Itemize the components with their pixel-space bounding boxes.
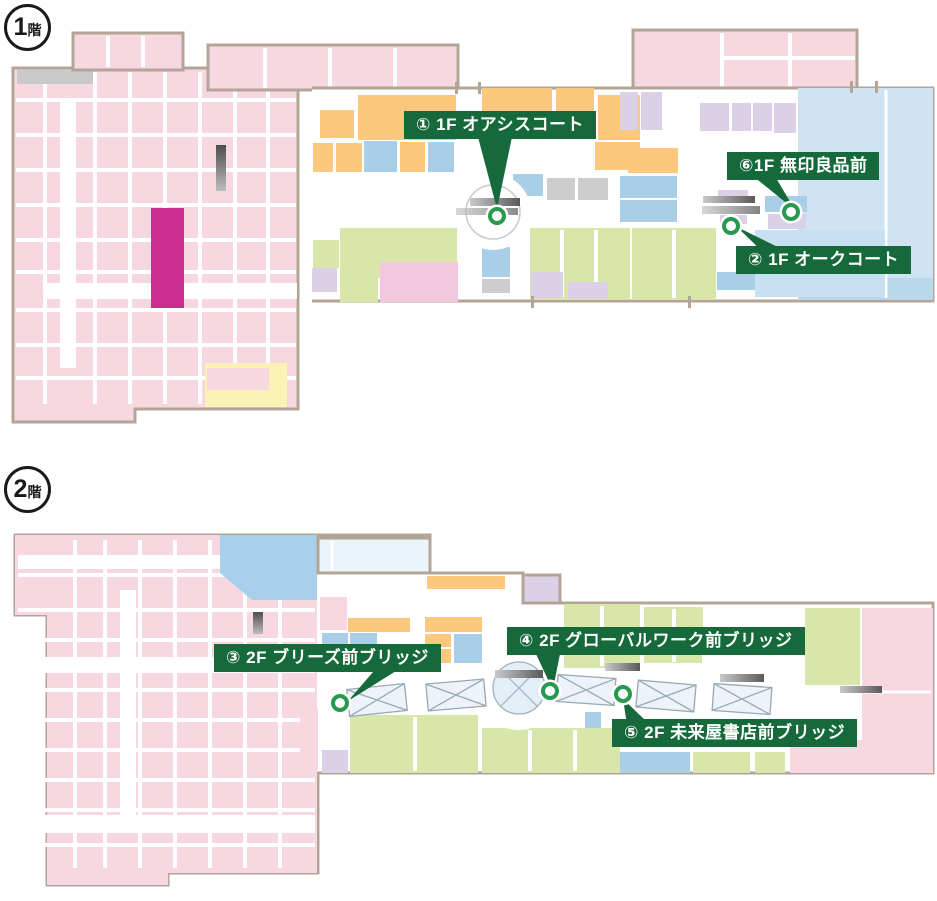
floor2-lavender-block xyxy=(521,573,562,605)
floor1-top-blocks xyxy=(71,31,460,92)
floor1-magenta-shop xyxy=(151,208,184,308)
escalator-icon xyxy=(253,612,263,634)
floor-1-number: 1 xyxy=(13,13,28,41)
floor1-right-escalators xyxy=(702,196,760,214)
callout-2f-miraiya-bridge[interactable]: ⑤ 2F 未来屋書店前ブリッジ xyxy=(612,719,858,747)
callout-2f-globalwork-bridge[interactable]: ④ 2F グローバルワーク前ブリッジ xyxy=(507,627,805,655)
floor2-bridges xyxy=(346,673,773,718)
escalator-icon xyxy=(216,145,226,191)
floor-1-suffix: 階 xyxy=(27,22,42,38)
callout-1f-oasis-court[interactable]: ① 1F オアシスコート xyxy=(404,111,596,139)
floor1-service-area xyxy=(17,70,93,84)
marker-2f-globalwork-bridge[interactable] xyxy=(541,682,559,700)
marker-1f-oasis-court[interactable] xyxy=(488,207,506,225)
marker-2f-miraiya-bridge[interactable] xyxy=(614,685,632,703)
marker-1f-muji[interactable] xyxy=(782,203,800,221)
floor-2-suffix: 階 xyxy=(27,484,42,500)
floor1-left-anchor-block xyxy=(11,66,300,424)
callout-1f-muji[interactable]: ⑥1F 無印良品前 xyxy=(727,152,880,180)
escalator-icon xyxy=(495,670,543,678)
marker-1f-oak-court[interactable] xyxy=(722,217,740,235)
marker-2f-breeze-bridge[interactable] xyxy=(331,694,349,712)
floor2-map xyxy=(13,533,935,887)
floor-2-number: 2 xyxy=(13,475,28,503)
escalator-icon xyxy=(456,208,518,215)
floor2-sky-blue-block xyxy=(220,535,317,600)
floor2-left-anchor-block xyxy=(15,535,317,885)
floor2-center-court xyxy=(492,661,546,715)
callout-2f-breeze-bridge[interactable]: ③ 2F ブリーズ前ブリッジ xyxy=(214,644,441,672)
floor2-terrace-block xyxy=(316,536,432,575)
floor1-map xyxy=(11,28,935,424)
escalator-icon xyxy=(470,198,520,206)
floor2-escalators xyxy=(605,663,882,693)
floor1-entrance-ticks xyxy=(455,81,878,308)
callout-1f-oak-court[interactable]: ② 1F オークコート xyxy=(736,246,912,274)
